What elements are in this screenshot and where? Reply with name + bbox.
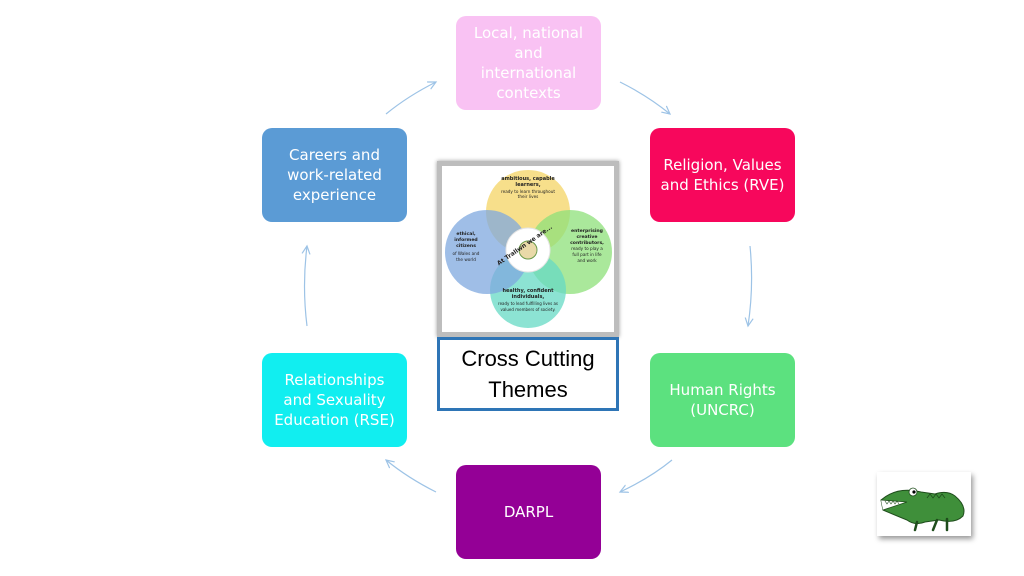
center-label-line: Cross Cutting — [461, 346, 595, 371]
venn-top-desc: their lives — [518, 194, 539, 199]
arrow-local-to-rve — [619, 81, 670, 114]
box-label-line: contexts — [496, 84, 561, 102]
venn-left-title: informed — [454, 237, 477, 243]
venn-right-desc: and work — [577, 258, 597, 263]
venn-left-circle — [445, 210, 529, 294]
venn-top-desc: ready to learn throughout — [501, 189, 555, 194]
box-label-line: experience — [292, 186, 377, 204]
local-national-international-box: Local, national and international contex… — [456, 16, 601, 110]
careers-box: Careers and work-related experience — [262, 128, 407, 222]
box-label-line: and Sexuality — [283, 391, 386, 409]
box-label-line: Human Rights — [669, 381, 776, 399]
venn-bottom-desc: ready to lead fulfilling lives as — [498, 301, 558, 306]
venn-top-title: ambitious, capable — [501, 176, 555, 182]
arrow-darpl-to-rse — [386, 460, 437, 493]
venn-left-desc: the world — [456, 257, 476, 262]
crocodile-logo — [877, 472, 971, 536]
venn-left-title: citizens — [456, 243, 476, 249]
venn-bottom-desc: valued members of society. — [500, 307, 555, 312]
box-label-line: (UNCRC) — [690, 401, 755, 419]
venn-diagram: ambitious, capable learners, ready to le… — [445, 170, 612, 328]
venn-right-title: contributors, — [570, 240, 604, 246]
cross-cutting-themes-label: Cross Cutting Themes — [437, 337, 619, 411]
box-label-line: Education (RSE) — [274, 411, 395, 429]
venn-left-desc: of Wales and — [453, 251, 480, 256]
box-label-line: Local, national — [473, 24, 584, 42]
arrow-careers-to-local — [385, 82, 436, 115]
center-label-line: Themes — [488, 377, 568, 402]
box-label-line: work-related — [287, 166, 382, 184]
box-label-line: Careers and — [289, 146, 380, 164]
crocodile-icon — [880, 487, 965, 532]
box-label-line: Relationships — [284, 371, 385, 389]
badge-emblem-icon — [518, 240, 538, 260]
rve-box: Religion, Values and Ethics (RVE) — [650, 128, 795, 222]
venn-bottom-title: individuals, — [512, 294, 545, 300]
human-rights-box: Human Rights (UNCRC) — [650, 353, 795, 447]
arrow-human-rights-to-darpl — [620, 459, 673, 492]
venn-right-desc: full part in life — [572, 252, 602, 257]
arrow-rse-to-careers — [305, 246, 308, 327]
venn-right-desc: ready to play a — [571, 246, 603, 251]
box-label-line: Religion, Values — [663, 156, 782, 174]
box-label-line: DARPL — [503, 503, 554, 521]
venn-left-title: ethical, — [456, 231, 476, 237]
four-purposes-venn-image: ambitious, capable learners, ready to le… — [437, 161, 619, 337]
venn-right-title: creative — [576, 234, 597, 240]
venn-top-title: learners, — [515, 182, 540, 188]
venn-right-title: enterprising — [571, 228, 603, 234]
box-label-line: and Ethics (RVE) — [660, 176, 785, 194]
darpl-box: DARPL — [456, 465, 601, 559]
arrow-rve-to-human-rights — [748, 245, 752, 326]
venn-bottom-title: healthy, confident — [502, 288, 554, 294]
box-label-line: and international — [480, 44, 577, 82]
rse-box: Relationships and Sexuality Education (R… — [262, 353, 407, 447]
